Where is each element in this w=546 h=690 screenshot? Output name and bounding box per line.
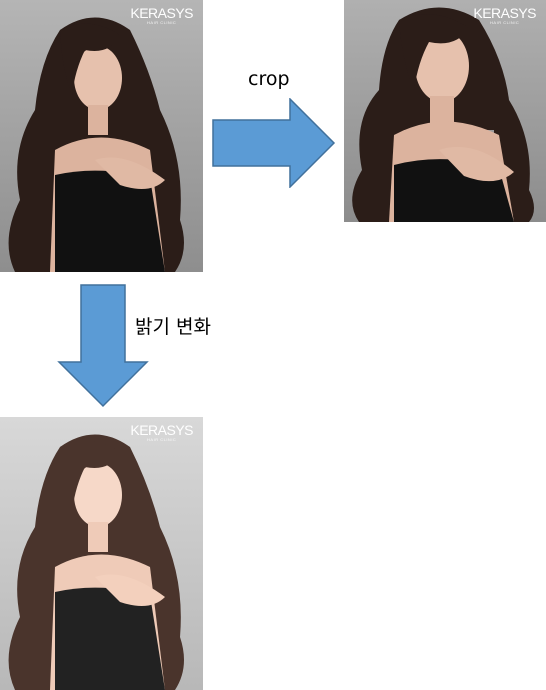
cropped-photo: KERASYS HAIR CLINIC bbox=[344, 0, 546, 222]
portrait-image bbox=[0, 0, 203, 272]
brand-name-cropped: KERASYS bbox=[473, 5, 536, 21]
portrait-image-cropped bbox=[344, 0, 546, 222]
right-arrow-icon bbox=[212, 98, 336, 188]
crop-label: crop bbox=[248, 68, 290, 90]
brand-subtitle-bright: HAIR CLINIC bbox=[147, 437, 177, 442]
brand-logo-bright: KERASYS HAIR CLINIC bbox=[130, 423, 193, 443]
brand-name-bright: KERASYS bbox=[130, 422, 193, 438]
original-photo: KERASYS HAIR CLINIC bbox=[0, 0, 203, 272]
brand-subtitle: HAIR CLINIC bbox=[147, 20, 177, 25]
brightness-label: 밝기 변화 bbox=[135, 316, 211, 338]
brand-logo: KERASYS HAIR CLINIC bbox=[130, 6, 193, 26]
brand-logo-cropped: KERASYS HAIR CLINIC bbox=[473, 6, 536, 26]
brand-name: KERASYS bbox=[130, 5, 193, 21]
portrait-image-bright bbox=[0, 417, 203, 690]
down-arrow-icon bbox=[57, 284, 149, 408]
brightened-photo: KERASYS HAIR CLINIC bbox=[0, 417, 203, 690]
brand-subtitle-cropped: HAIR CLINIC bbox=[490, 20, 520, 25]
